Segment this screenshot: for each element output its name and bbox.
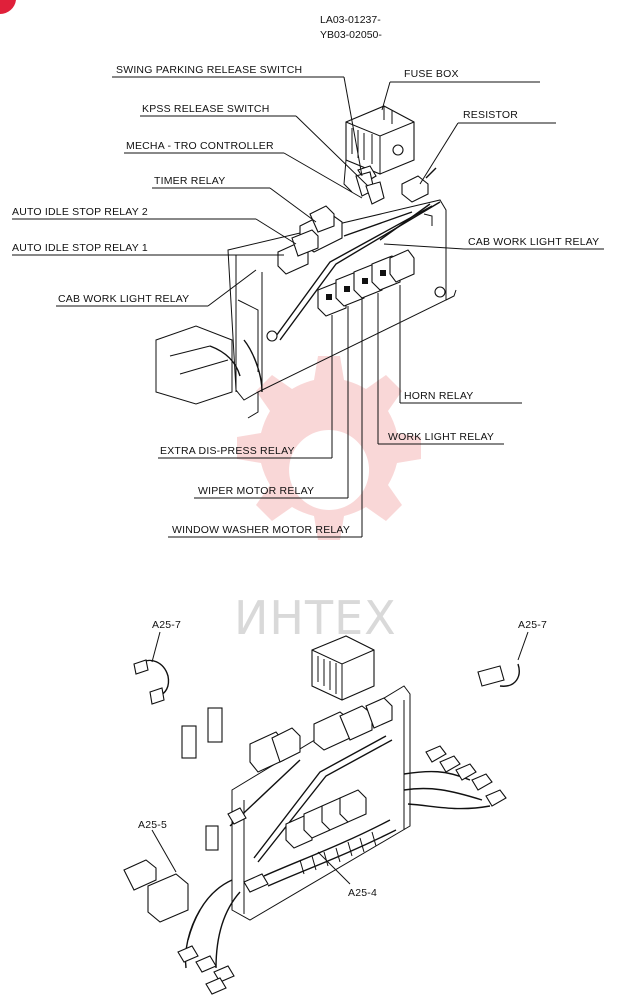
label-window-washer-motor-relay: WINDOW WASHER MOTOR RELAY xyxy=(172,524,350,536)
ref-a25-7-right: A25-7 xyxy=(518,619,547,631)
corner-badge-icon xyxy=(0,0,16,15)
watermark-text: ИНТЕХ xyxy=(234,591,397,645)
ref-a25-7-left: A25-7 xyxy=(152,619,181,631)
label-swing-parking-release-switch: SWING PARKING RELEASE SWITCH xyxy=(116,64,302,76)
watermark-gear-icon xyxy=(237,356,421,540)
ref-a25-4: A25-4 xyxy=(348,887,377,899)
label-extra-dis-press-relay: EXTRA DIS-PRESS RELAY xyxy=(160,445,295,457)
relay-panel-drawing xyxy=(155,105,457,419)
label-cab-work-light-relay-left: CAB WORK LIGHT RELAY xyxy=(58,293,189,305)
label-work-light-relay: WORK LIGHT RELAY xyxy=(388,431,494,443)
label-timer-relay: TIMER RELAY xyxy=(154,175,225,187)
ref-leader-lines xyxy=(151,631,529,885)
ref-a25-5: A25-5 xyxy=(138,819,167,831)
label-auto-idle-stop-relay-2: AUTO IDLE STOP RELAY 2 xyxy=(12,206,148,218)
label-auto-idle-stop-relay-1: AUTO IDLE STOP RELAY 1 xyxy=(12,242,148,254)
label-horn-relay: HORN RELAY xyxy=(404,390,474,402)
doc-code-line-2: YB03-02050- xyxy=(320,29,382,41)
label-wiper-motor-relay: WIPER MOTOR RELAY xyxy=(198,485,314,497)
label-mecha-tro-controller: MECHA - TRO CONTROLLER xyxy=(126,140,274,152)
label-cab-work-light-relay-right: CAB WORK LIGHT RELAY xyxy=(468,236,599,248)
label-fuse-box: FUSE BOX xyxy=(404,68,459,80)
fuse-box-part xyxy=(343,105,415,193)
label-resistor: RESISTOR xyxy=(463,109,518,121)
label-kpss-release-switch: KPSS RELEASE SWITCH xyxy=(142,103,270,115)
doc-code-line-1: LA03-01237- xyxy=(320,14,381,26)
relay-row-part xyxy=(317,249,415,317)
fuse-box-lower-part xyxy=(311,635,375,701)
wiring-harness-drawing xyxy=(123,635,520,995)
relay-row-lower-part xyxy=(285,789,367,849)
leader-lines xyxy=(12,76,604,538)
